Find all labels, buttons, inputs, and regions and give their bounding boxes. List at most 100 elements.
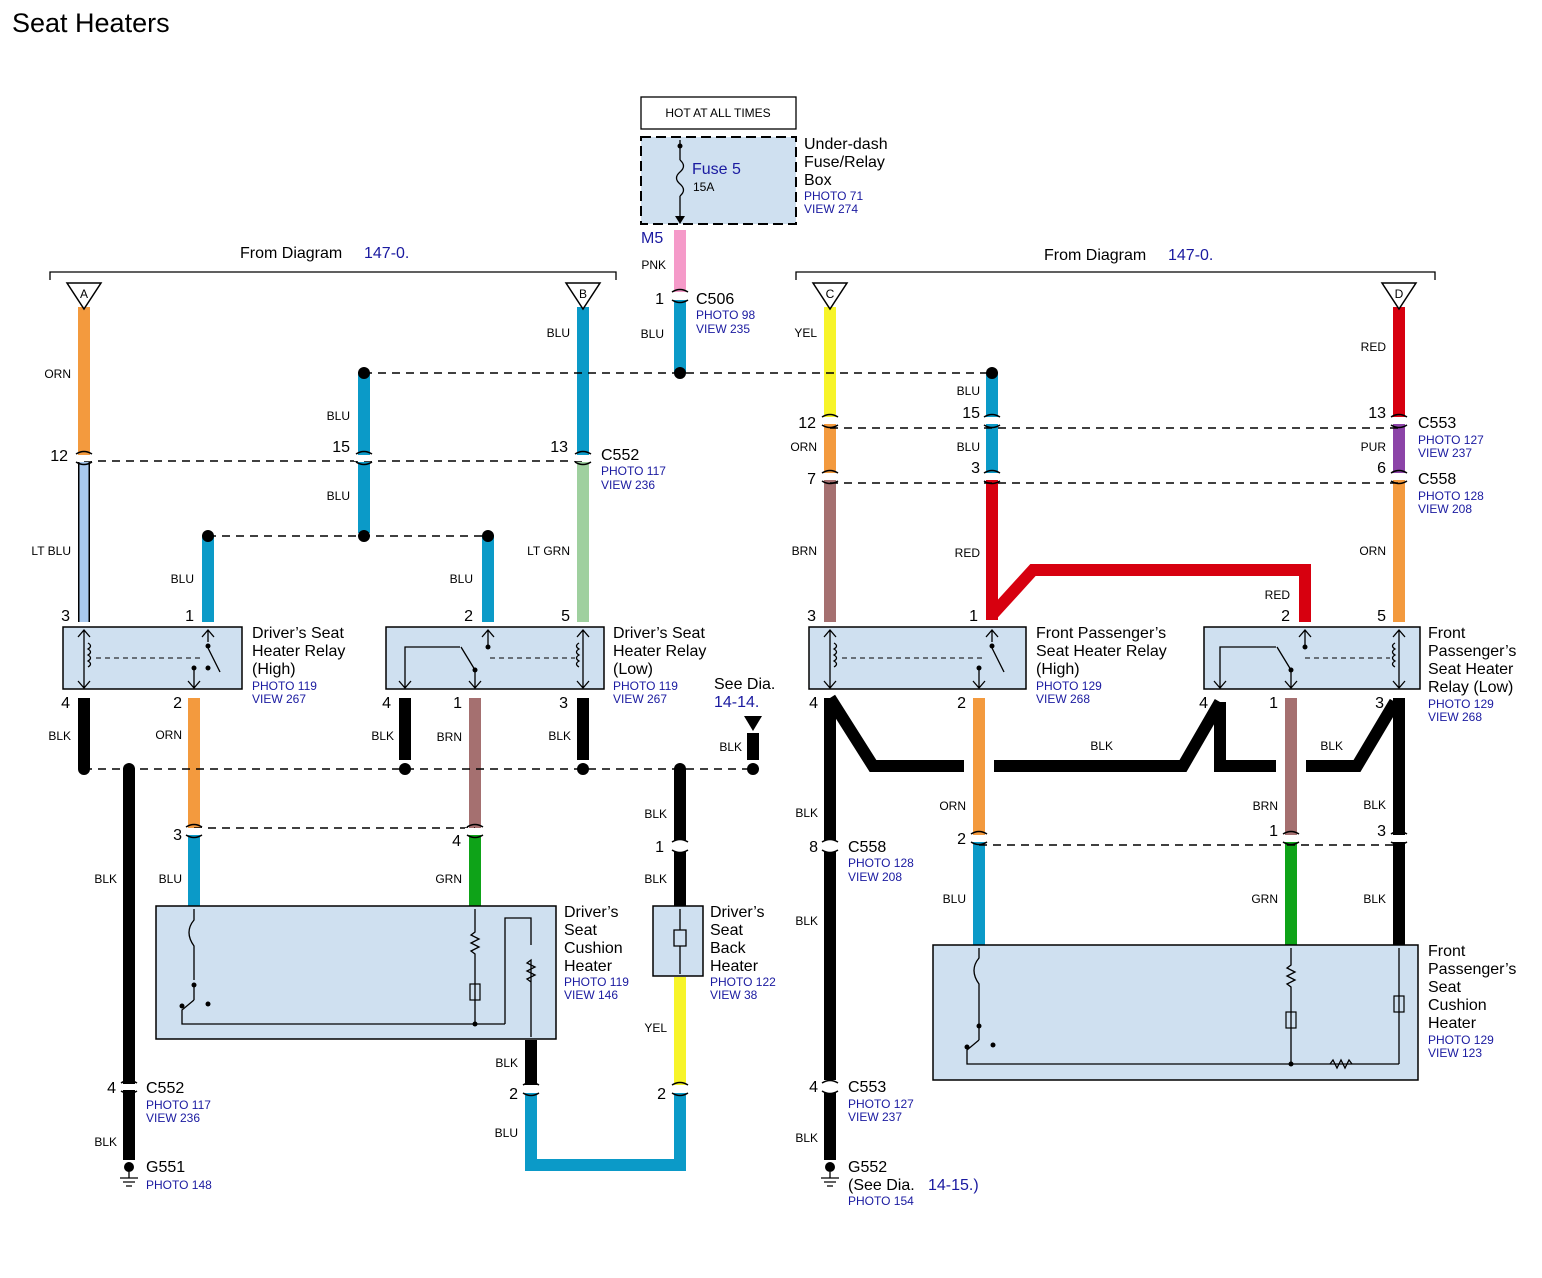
c506-name: C506 <box>696 291 734 308</box>
under-dash-fuse-box <box>640 136 797 225</box>
drv-cushion-name-2: Seat <box>564 922 597 939</box>
splice-points <box>78 367 998 775</box>
wire-label: BLU <box>547 326 570 340</box>
wire-label: BLU <box>327 409 350 423</box>
hot-at-all-times-box <box>640 96 797 130</box>
wire-label: BLU <box>171 572 194 586</box>
pin-number: 13 <box>550 439 568 456</box>
pin-number: 1 <box>655 291 664 308</box>
fuse-box-view: VIEW 274 <box>804 202 858 216</box>
see-dia-14-14: See Dia. 14-14. <box>714 676 775 731</box>
wire-label: GRN <box>435 872 462 886</box>
wire-label: RED <box>1361 340 1387 354</box>
fuse-terminal-m5: M5 <box>641 230 663 247</box>
pas-relay-low-photo: PHOTO 129 <box>1428 697 1494 711</box>
wire-label: BLK <box>371 729 394 743</box>
pas-relay-low-view: VIEW 268 <box>1428 710 1482 724</box>
pin-number: 13 <box>1368 405 1386 422</box>
pas-relay-low: Front Passenger’s Seat Heater Relay (Low… <box>1203 625 1516 724</box>
g551-photo: PHOTO 148 <box>146 1178 212 1192</box>
pin-number: 1 <box>1269 823 1278 840</box>
wire-label: ORN <box>155 728 182 742</box>
pin-number: 4 <box>382 695 391 712</box>
g552-name: G552 <box>848 1159 887 1176</box>
pin-number: 3 <box>559 695 568 712</box>
c558-top-photo: PHOTO 128 <box>1418 489 1484 503</box>
wire-blk-bus <box>824 694 1226 772</box>
c553-top-name: C553 <box>1418 415 1456 432</box>
pas-cushion-photo: PHOTO 129 <box>1428 1033 1494 1047</box>
pas-relay-high-photo: PHOTO 129 <box>1036 679 1102 693</box>
drv-relay-low-photo: PHOTO 119 <box>613 679 678 693</box>
pin-number: 6 <box>1377 460 1386 477</box>
drv-back-photo: PHOTO 122 <box>710 975 776 989</box>
pas-seat-cushion-heater: Front Passenger’s Seat Cushion Heater PH… <box>932 943 1516 1081</box>
pin-number: 3 <box>61 608 70 625</box>
c553-bot-view: VIEW 237 <box>848 1110 902 1124</box>
off-page-arrow-icon <box>744 716 762 731</box>
fuse-box-name-2: Fuse/Relay <box>804 154 885 171</box>
wire-label: ORN <box>44 367 71 381</box>
pin-number: 2 <box>464 608 473 625</box>
see-dia-14-14-prefix: See Dia. <box>714 676 775 693</box>
drv-seat-back-heater: Driver’s Seat Back Heater PHOTO 122 VIEW… <box>652 904 776 1002</box>
pas-relay-low-name-1: Front <box>1428 625 1466 642</box>
pin-number: 3 <box>1377 823 1386 840</box>
pin-number: 1 <box>1269 695 1278 712</box>
drv-relay-high-name-1: Driver’s Seat <box>252 625 344 642</box>
drv-back-name-1: Driver’s <box>710 904 765 921</box>
drv-relay-high: Driver’s Seat Heater Relay (High) PHOTO … <box>62 625 345 706</box>
fuse-name: Fuse 5 <box>692 161 741 178</box>
pas-cushion-name-5: Heater <box>1428 1015 1477 1032</box>
wire-label: LT GRN <box>527 544 570 558</box>
pas-relay-low-name-4: Relay (Low) <box>1428 679 1513 696</box>
wire-label: GRN <box>1251 892 1278 906</box>
wire-label: BLK <box>795 1131 818 1145</box>
pin-number: 3 <box>971 460 980 477</box>
wire-label: BLK <box>644 807 667 821</box>
page-title: Seat Heaters <box>12 8 170 38</box>
see-dia-14-14-ref: 14-14. <box>714 694 759 711</box>
wire-label: BLK <box>644 872 667 886</box>
drv-cushion-name-4: Heater <box>564 958 613 975</box>
pin-number: 15 <box>332 439 350 456</box>
wire-label: ORN <box>1359 544 1386 558</box>
pin-number: 4 <box>809 1079 818 1096</box>
from-diagram-label-left: From Diagram <box>240 245 342 262</box>
fuse-rating: 15A <box>693 180 714 194</box>
g552-see-prefix: (See Dia. <box>848 1177 915 1194</box>
pas-relay-high: Front Passenger’s Seat Heater Relay (Hig… <box>808 625 1167 706</box>
wire-label: BRN <box>792 544 817 558</box>
fuse-icon <box>675 159 685 197</box>
pin-number: 3 <box>1375 695 1384 712</box>
drv-cushion-view: VIEW 146 <box>564 988 618 1002</box>
pin-number: 2 <box>173 695 182 712</box>
drv-relay-low: Driver’s Seat Heater Relay (Low) PHOTO 1… <box>385 625 706 706</box>
wire-label: BLU <box>957 440 980 454</box>
pin-number: 3 <box>807 608 816 625</box>
c552-top-view: VIEW 236 <box>601 478 655 492</box>
pin-number: 12 <box>50 448 68 465</box>
wire-label: PUR <box>1361 440 1387 454</box>
pas-cushion-name-3: Seat <box>1428 979 1461 996</box>
wire-blk-bus-2 <box>1214 698 1401 772</box>
pin-number: 2 <box>957 695 966 712</box>
wire-label: BLK <box>495 1056 518 1070</box>
wire-label: BLK <box>1090 739 1113 753</box>
pas-relay-high-name-2: Seat Heater Relay <box>1036 643 1167 660</box>
pin-number: 2 <box>657 1086 666 1103</box>
wire-label: BLU <box>495 1126 518 1140</box>
connector-labels: C506 PHOTO 98 VIEW 235 C552 PHOTO 117 VI… <box>146 291 1484 1125</box>
svg-text:B: B <box>579 287 587 301</box>
wires <box>78 230 1405 1171</box>
dashed-connector-lines <box>84 372 1399 846</box>
c558-mid-photo: PHOTO 128 <box>848 856 914 870</box>
pin-number: 4 <box>809 695 818 712</box>
c553-bot-photo: PHOTO 127 <box>848 1097 914 1111</box>
wire-label: BLK <box>94 872 117 886</box>
pin-number: 1 <box>185 608 194 625</box>
drv-relay-high-name-2: Heater Relay <box>252 643 345 660</box>
wire-label: BLK <box>719 740 742 754</box>
c552-top-photo: PHOTO 117 <box>601 464 666 478</box>
